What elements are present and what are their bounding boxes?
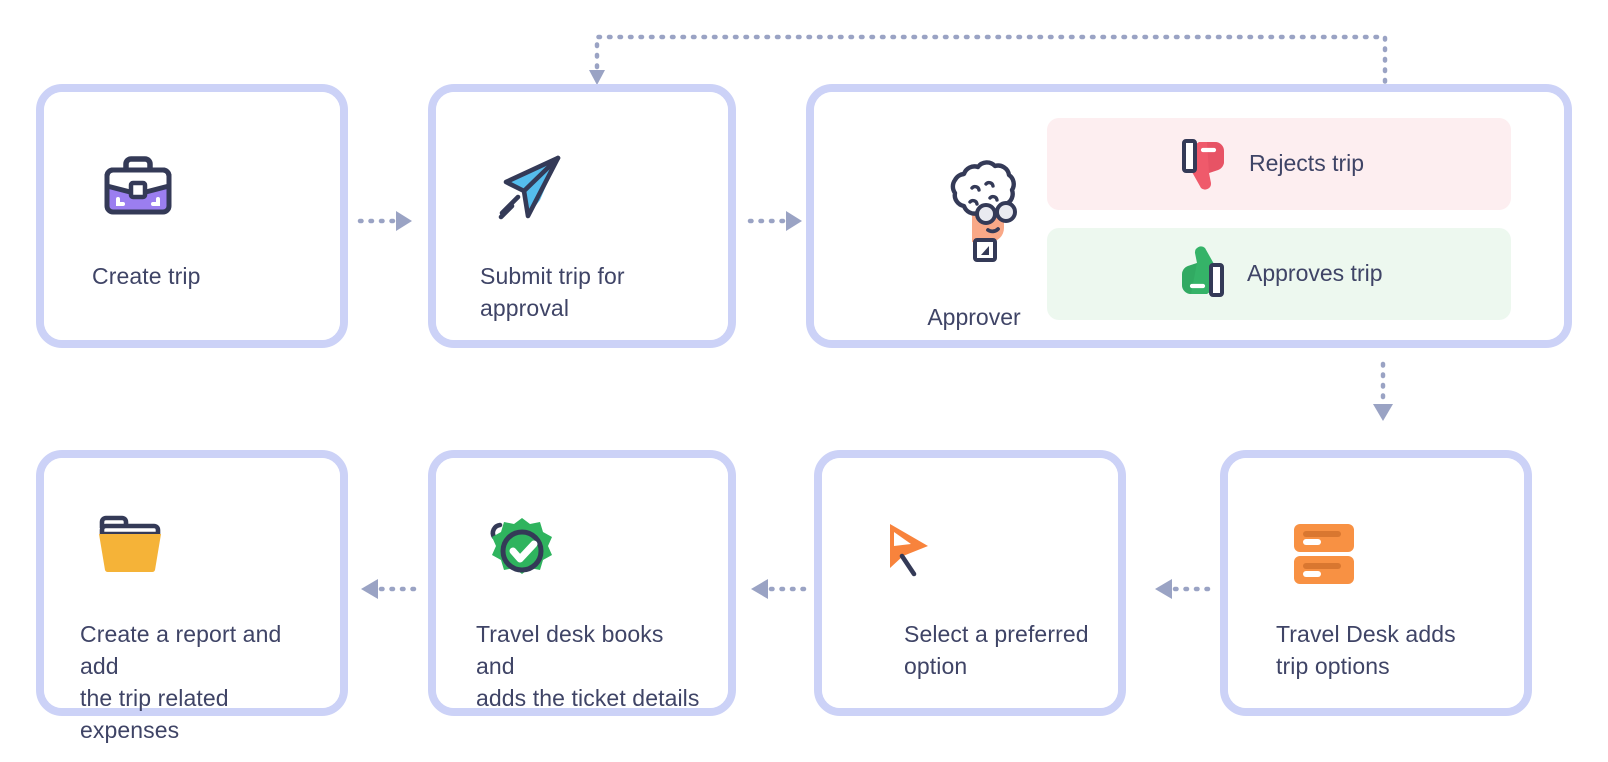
card-content: Select a preferred option [862, 500, 1098, 688]
decision-row-rejects-trip[interactable]: Rejects trip [1047, 118, 1511, 210]
card-select-option[interactable]: Select a preferred option [814, 450, 1126, 716]
card-submit-trip[interactable]: Submit trip for approval [428, 84, 736, 348]
card-label: Travel desk books and adds the ticket de… [476, 621, 700, 711]
connector-select-to-books [746, 576, 807, 602]
paper-plane-icon [480, 144, 572, 236]
card-label: Create a report and add the trip related… [80, 621, 282, 743]
card-content: Submit trip for approval [476, 144, 708, 321]
card-content: Create trip [84, 144, 320, 320]
card-surface [1228, 458, 1524, 708]
card-label: Submit trip for approval [480, 263, 625, 321]
list-options-icon [1278, 504, 1370, 596]
card-label: Travel Desk adds trip options [1276, 621, 1456, 679]
card-create-trip[interactable]: Create trip [36, 84, 348, 348]
card-surface [436, 92, 728, 340]
connector-books-to-report [356, 576, 417, 602]
card-approver[interactable]: Approver Rejects trip [806, 84, 1572, 348]
card-travel-desk-options[interactable]: Travel Desk adds trip options [1220, 450, 1532, 716]
card-content: Create a report and add the trip related… [80, 500, 320, 743]
card-label: Create trip [92, 263, 201, 289]
briefcase-icon [92, 144, 184, 236]
card-content: Travel Desk adds trip options [1268, 500, 1504, 688]
thumbs-up-icon [1173, 244, 1231, 302]
card-content: Travel desk books and adds the ticket de… [476, 500, 708, 711]
approver-avatar-icon [928, 152, 1028, 272]
card-surface [436, 458, 728, 708]
decision-label: Rejects trip [1249, 150, 1365, 176]
connector-create-to-submit [357, 208, 418, 234]
decision-row-approves-trip[interactable]: Approves trip [1047, 228, 1511, 320]
approver-label: Approver [927, 304, 1021, 330]
connector-reject-loop-back-to-submit [580, 22, 1410, 95]
card-surface [822, 458, 1118, 708]
verified-check-badge-icon [476, 500, 568, 592]
connector-approver-to-travel-desk [1370, 361, 1396, 424]
cursor-arrow-icon [864, 500, 956, 592]
connector-options-to-select [1150, 576, 1211, 602]
card-travel-desk-books[interactable]: Travel desk books and adds the ticket de… [428, 450, 736, 716]
decision-label: Approves trip [1247, 260, 1383, 286]
card-surface [44, 92, 340, 340]
connector-submit-to-approver [747, 208, 808, 234]
folder-icon [84, 500, 176, 592]
card-label: Select a preferred option [904, 621, 1089, 679]
thumbs-down-icon [1175, 134, 1233, 192]
card-create-report[interactable]: Create a report and add the trip related… [36, 450, 348, 743]
card-surface [44, 458, 340, 708]
